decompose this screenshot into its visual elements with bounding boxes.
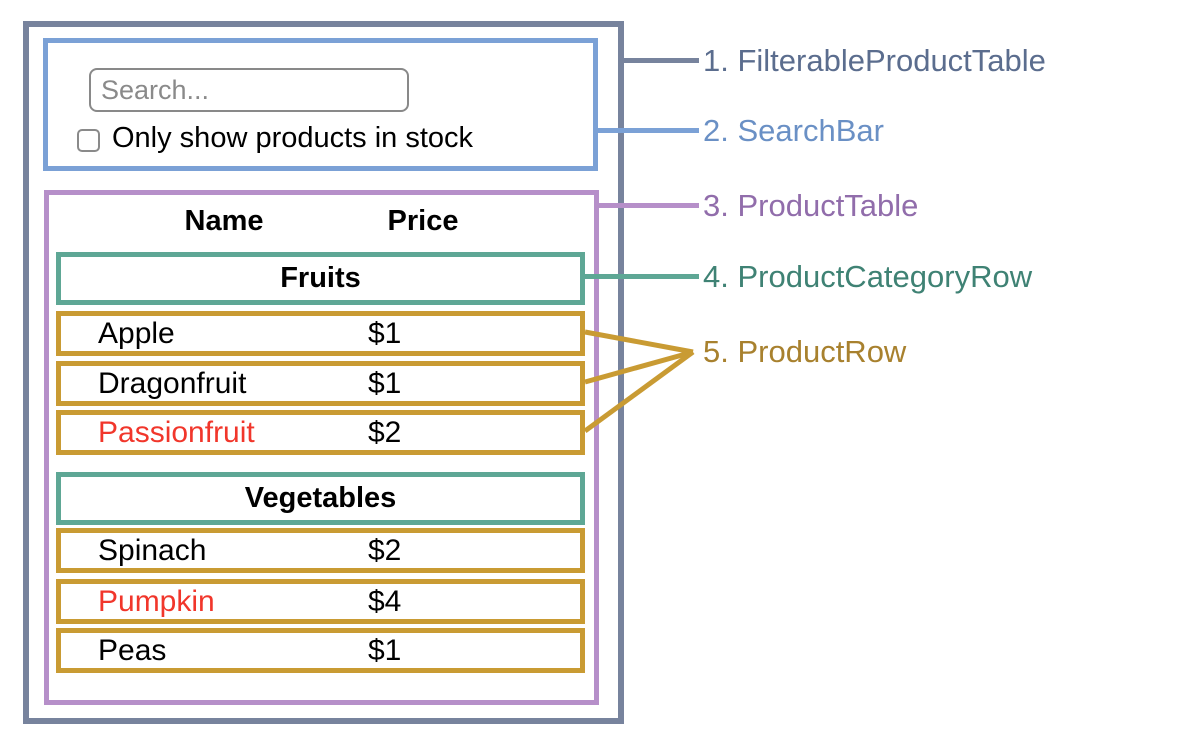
legend-product-table: 3. ProductTable bbox=[703, 188, 919, 223]
connector-line-filterable-product-table bbox=[623, 58, 699, 63]
product-name: Spinach bbox=[98, 534, 207, 567]
product-price: $4 bbox=[368, 585, 402, 618]
product-price: $1 bbox=[368, 317, 402, 350]
product-table-outline bbox=[44, 190, 599, 705]
product-row: Pumpkin $4 bbox=[56, 579, 585, 624]
search-input[interactable] bbox=[89, 68, 409, 112]
product-name: Dragonfruit bbox=[98, 367, 247, 400]
connector-line-product-category-row bbox=[584, 274, 699, 279]
product-name: Apple bbox=[98, 317, 175, 350]
product-row: Passionfruit $2 bbox=[56, 410, 585, 455]
legend-product-row: 5. ProductRow bbox=[703, 334, 907, 369]
category-row-vegetables: Vegetables bbox=[56, 472, 585, 525]
in-stock-checkbox[interactable] bbox=[77, 129, 100, 152]
product-row: Dragonfruit $1 bbox=[56, 361, 585, 406]
product-price: $1 bbox=[368, 634, 402, 667]
product-row: Peas $1 bbox=[56, 628, 585, 673]
legend-filterable-product-table: 1. FilterableProductTable bbox=[703, 43, 1046, 78]
in-stock-checkbox-label: Only show products in stock bbox=[112, 122, 474, 154]
product-row: Apple $1 bbox=[56, 311, 585, 356]
legend-search-bar: 2. SearchBar bbox=[703, 113, 884, 148]
category-row-fruits: Fruits bbox=[56, 252, 585, 305]
connector-line-product-table bbox=[599, 203, 699, 208]
connector-line-search-bar bbox=[597, 128, 699, 133]
product-name: Peas bbox=[98, 634, 167, 667]
column-header-price: Price bbox=[387, 205, 459, 237]
column-header-name: Name bbox=[184, 205, 264, 237]
product-name: Passionfruit bbox=[98, 416, 255, 449]
product-price: $2 bbox=[368, 534, 402, 567]
product-row: Spinach $2 bbox=[56, 528, 585, 573]
product-price: $2 bbox=[368, 416, 402, 449]
product-price: $1 bbox=[368, 367, 402, 400]
legend-product-category-row: 4. ProductCategoryRow bbox=[703, 259, 1033, 294]
product-name: Pumpkin bbox=[98, 585, 215, 618]
search-bar-outline bbox=[43, 38, 598, 171]
